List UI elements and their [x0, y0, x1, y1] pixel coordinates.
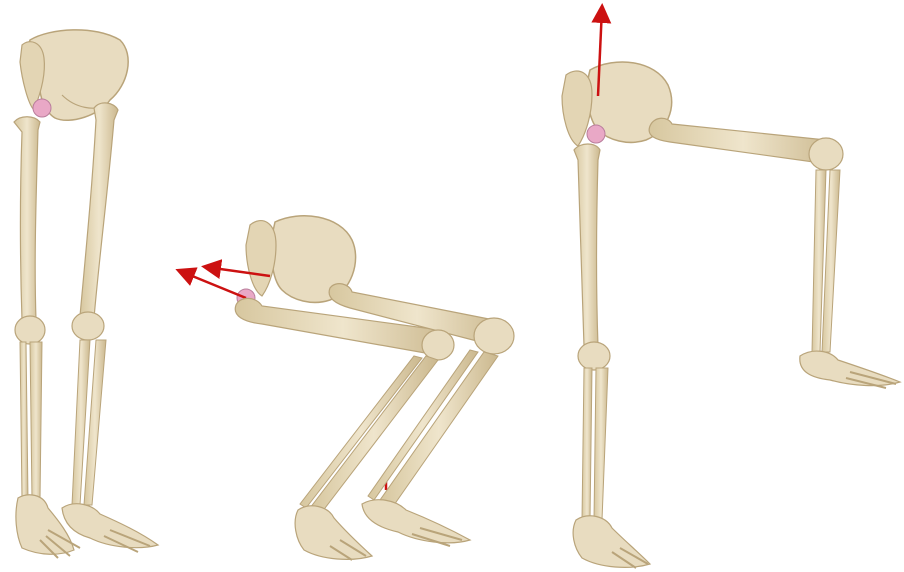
- tibia-back: [380, 352, 498, 505]
- figure-standing: [14, 30, 158, 558]
- knee-front: [422, 330, 454, 360]
- force-arrow-icon: [180, 271, 246, 298]
- foot-front: [295, 506, 372, 560]
- figure-hip-flexion: [562, 8, 900, 568]
- leg-standing: [573, 144, 650, 568]
- leg-raised: [649, 118, 900, 388]
- leg-back: [62, 103, 158, 552]
- figure-squat: [180, 216, 514, 560]
- leg-front: [14, 117, 80, 558]
- foot-back: [362, 500, 470, 543]
- hip-joint-cartilage: [587, 125, 605, 143]
- hip-joint-cartilage: [33, 99, 51, 117]
- knee-back: [474, 318, 514, 354]
